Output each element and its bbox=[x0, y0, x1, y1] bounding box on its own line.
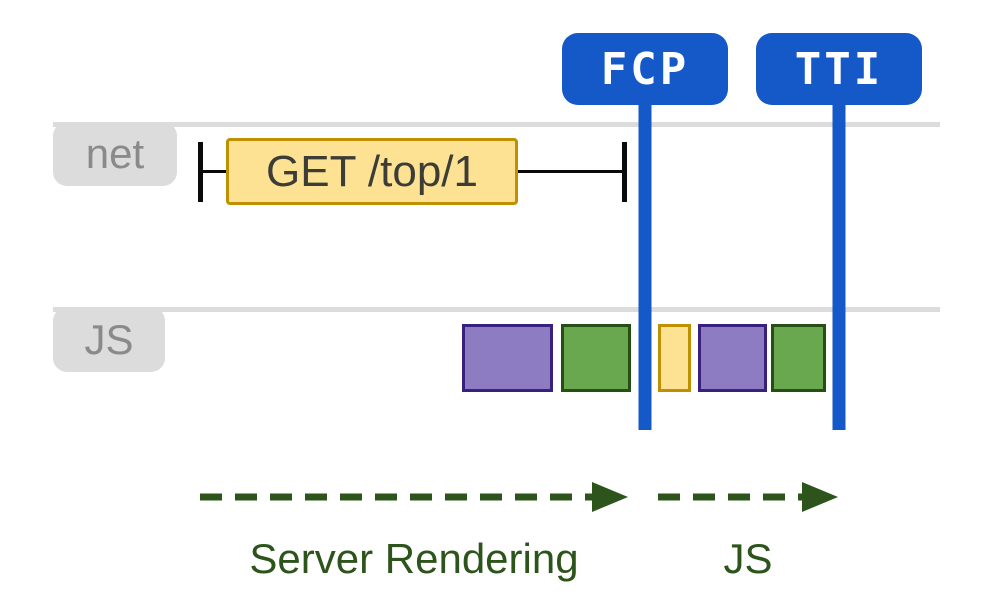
request-end-connector bbox=[518, 170, 622, 173]
fcp-badge: FCP bbox=[562, 33, 728, 105]
js-task-block-green bbox=[561, 324, 631, 392]
phase-label-js: JS bbox=[723, 535, 773, 582]
tti-badge: TTI bbox=[756, 33, 922, 105]
request-end-whisker bbox=[622, 142, 627, 202]
request-start-connector bbox=[203, 170, 226, 173]
phase-arrow-head bbox=[802, 482, 838, 512]
phase-label-server-rendering: Server Rendering bbox=[249, 535, 579, 582]
js-track-label: JS bbox=[53, 307, 165, 372]
js-task-block-purple bbox=[462, 324, 553, 392]
js-task-block-yellow bbox=[658, 324, 691, 392]
network-request-box: GET /top/1 bbox=[226, 138, 518, 205]
phase-arrow-head bbox=[592, 482, 628, 512]
tti-marker-line bbox=[832, 105, 846, 430]
request-start-whisker bbox=[198, 142, 203, 202]
js-track-line bbox=[53, 307, 940, 312]
net-track-line bbox=[53, 122, 940, 127]
net-track-label: net bbox=[53, 122, 177, 186]
fcp-marker-line bbox=[638, 105, 652, 430]
js-task-block-purple bbox=[698, 324, 767, 392]
js-task-block-green bbox=[771, 324, 826, 392]
